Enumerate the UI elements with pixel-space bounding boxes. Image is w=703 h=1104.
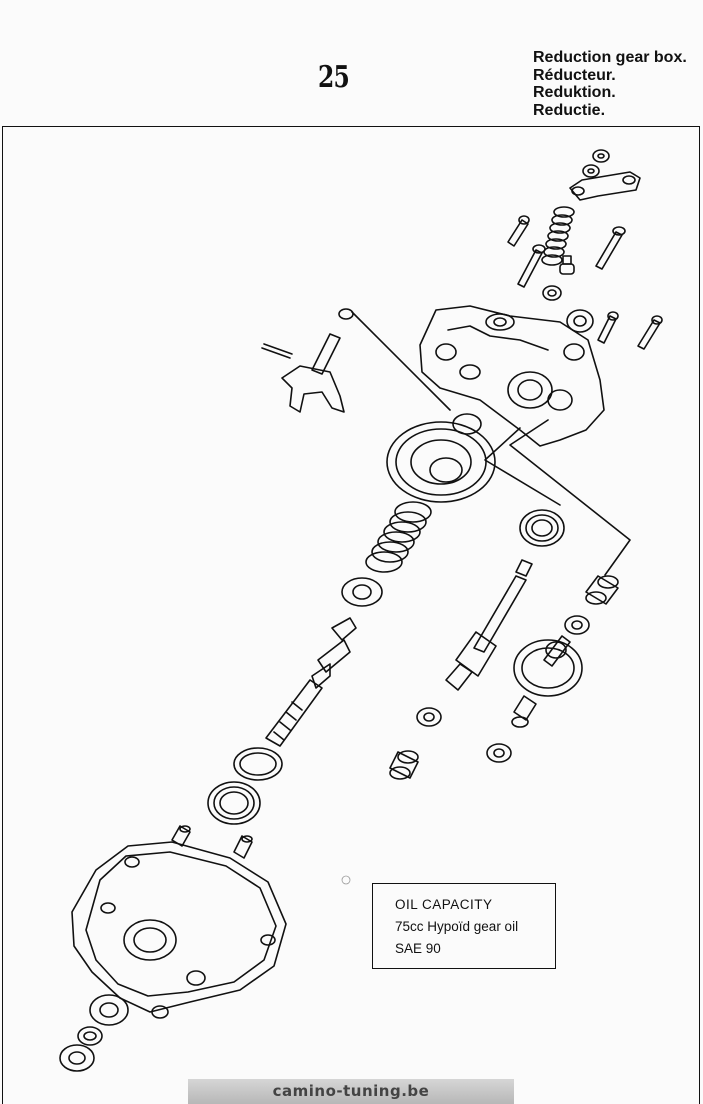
washer-bottom: [77, 1026, 103, 1046]
dowel-pin-right: [233, 835, 253, 859]
washer-small: [542, 285, 562, 301]
pinion-shaft: [445, 559, 533, 691]
bearing-small-top: [566, 309, 594, 333]
bearing-pinion: [519, 509, 565, 547]
watermark-banner[interactable]: camino-tuning.be: [188, 1079, 514, 1104]
main-spring: [365, 501, 432, 573]
oil-capacity-line2: SAE 90: [395, 941, 441, 956]
long-bolt: [517, 244, 546, 288]
screw-right: [595, 226, 626, 270]
oil-seal: [89, 994, 129, 1026]
ink-spot: [341, 875, 351, 885]
small-gear-shaft: [511, 695, 537, 728]
washer-lower-left: [416, 707, 442, 727]
title-english: Reduction gear box.: [533, 49, 687, 66]
nut-top: [582, 149, 610, 178]
small-gear: [513, 635, 583, 697]
title-dutch: Reductie.: [533, 101, 606, 119]
gearbox-housing: [71, 841, 287, 1019]
screw-left: [507, 215, 530, 247]
needle-roller-lower: [389, 750, 419, 780]
gearbox-cover: [419, 305, 605, 447]
page-number: 25: [318, 60, 350, 95]
plug: [559, 255, 575, 275]
oil-capacity-line1: 75cc Hypoïd gear oil: [395, 919, 519, 934]
bearing-bottom: [59, 1044, 95, 1072]
leader-line-fork: [351, 311, 451, 411]
bearing-main: [207, 781, 261, 825]
leader-line-bearing: [484, 427, 561, 506]
large-gear: [386, 413, 496, 503]
oil-capacity-box: OIL CAPACITY 75cc Hypoïd gear oil SAE 90: [372, 883, 556, 969]
page-titles: Reduction gear box. Réducteur. Reduktion…: [533, 49, 687, 119]
screw-pair: [597, 311, 663, 350]
title-french: Réducteur.: [533, 66, 616, 84]
washer-right: [564, 615, 590, 635]
oil-capacity-heading: OIL CAPACITY: [395, 897, 493, 912]
leader-line-needle: [509, 419, 631, 576]
needle-bearing: [585, 575, 619, 605]
lever-bracket: [569, 171, 641, 201]
diagram-frame: [2, 126, 700, 1104]
title-german: Reduktion.: [533, 84, 616, 101]
shift-fork: [261, 308, 354, 413]
main-shaft: [265, 617, 357, 747]
circlip: [233, 747, 283, 781]
castle-washer: [341, 577, 383, 607]
washer-lower-right: [486, 743, 512, 763]
